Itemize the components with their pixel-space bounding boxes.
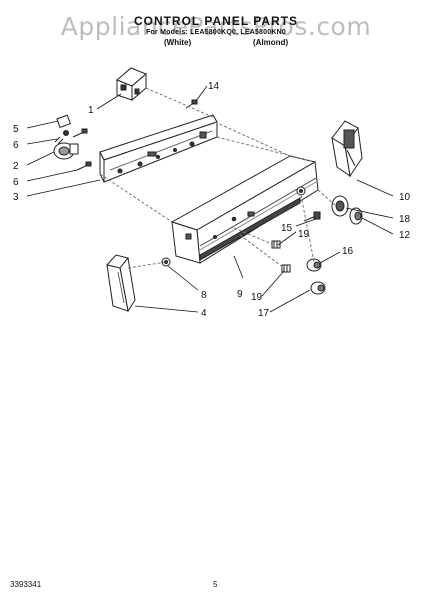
part-connector [56,114,71,136]
part-clip [161,257,171,267]
callout-6b: 6 [13,177,19,188]
part-end-cap-right [331,120,363,178]
part-screw-upper [72,128,88,138]
page-header: AppliancePartsPros.com CONTROL PANEL PAR… [0,6,432,41]
part-spring-lower [281,264,291,273]
part-knob-medium [306,258,322,272]
part-knob-large [349,207,363,225]
callout-10: 10 [399,192,411,203]
callout-6a: 6 [13,140,19,151]
callout-17: 17 [258,308,270,319]
callout-16: 16 [342,246,354,257]
part-knob-shaft [303,211,321,222]
part-screw-top [185,99,198,109]
callout-labels: 1 2 3 4 5 6 6 8 9 10 12 14 15 16 17 18 1… [13,81,411,319]
part-end-cap-left [106,254,136,313]
part-screw-lower [76,161,92,171]
assembly-guide-lines [99,87,336,269]
callout-5: 5 [13,124,19,135]
part-bracket [116,67,147,102]
part-spring-upper [271,240,281,249]
document-number: 3393341 [10,580,42,589]
part-knob-small [310,281,326,295]
callout-18: 18 [399,214,411,225]
color-almond-label: (Almond) [253,38,289,47]
page-number: 5 [213,580,218,589]
callout-14: 14 [208,81,220,92]
callout-9: 9 [237,289,243,300]
callout-19a: 19 [298,229,310,240]
part-control-rail [99,114,218,183]
callout-3: 3 [13,192,19,203]
page-title: CONTROL PANEL PARTS [133,14,299,28]
model-numbers: For Models: LEA5800KQ0, LEA5800KN0 [146,29,286,36]
part-switch [53,136,79,160]
leader-lines [26,85,394,313]
callout-15: 15 [281,223,293,234]
callout-8: 8 [201,290,207,301]
watermark: AppliancePartsPros.com [60,12,372,41]
callout-12: 12 [399,230,411,241]
color-white-label: (White) [164,38,192,47]
callout-1: 1 [88,105,94,116]
part-bezel-ring [331,195,349,217]
part-console-panel [170,155,319,264]
callout-2: 2 [13,161,19,172]
callout-4: 4 [201,308,207,319]
callout-19b: 19 [251,292,263,303]
